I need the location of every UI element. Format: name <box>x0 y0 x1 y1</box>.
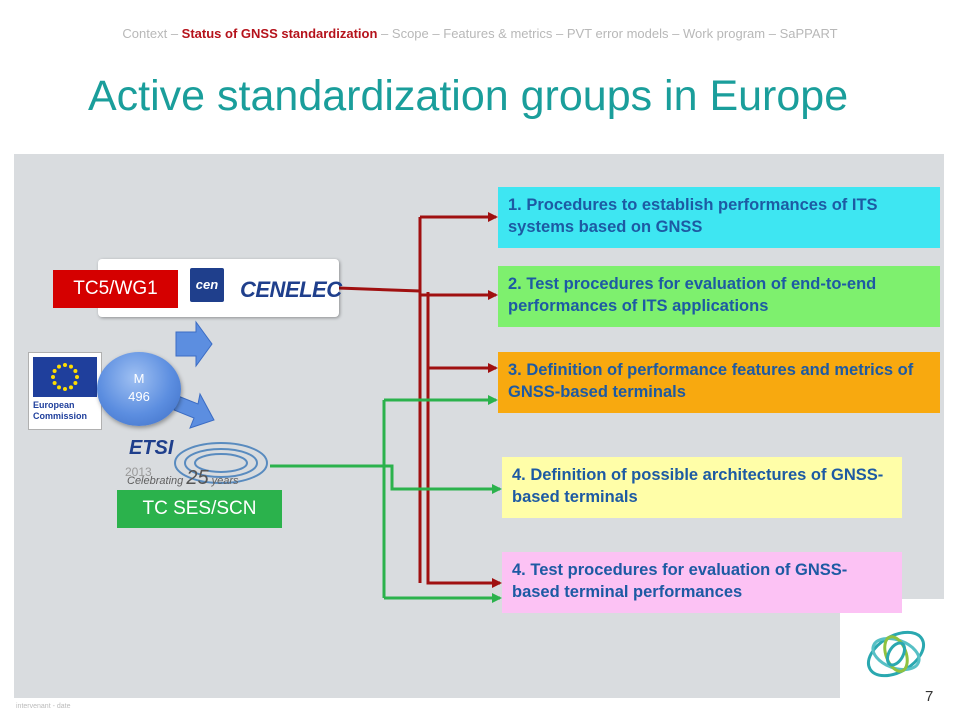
etsi-logo: ETSI 2013 Celebrating 25 years <box>125 433 285 493</box>
nav-separator: – <box>381 26 389 41</box>
etsi-tagline: Celebrating 25 years <box>127 467 239 490</box>
eu-flag-icon <box>33 357 97 397</box>
slide-title: Active standardization groups in Europe <box>88 72 849 120</box>
section-nav: Context – Status of GNSS standardization… <box>0 26 960 41</box>
ec-label-line2: Commission <box>33 411 88 421</box>
nav-item-context[interactable]: Context <box>122 26 168 41</box>
mandate-m496-bubble: M 496 <box>97 352 181 426</box>
nav-item-scope[interactable]: Scope <box>391 26 429 41</box>
ec-label-line1: European <box>33 400 75 410</box>
nav-separator: – <box>555 26 564 41</box>
work-item-4: 4. Definition of possible architectures … <box>502 457 902 518</box>
mandate-line2: 496 <box>128 389 150 404</box>
arrow-to-cen-icon <box>175 320 213 368</box>
nav-item-pvt[interactable]: PVT error models <box>566 26 669 41</box>
etsi-year: 2013 <box>125 465 152 479</box>
cenelec-logo: CENELEC <box>240 277 342 302</box>
tc5-wg1-badge: TC5/WG1 <box>53 270 178 308</box>
mandate-line1: M <box>133 371 145 386</box>
work-item-1: 1. Procedures to establish performances … <box>498 187 940 248</box>
etsi-swirl-icon <box>174 442 268 484</box>
footer-note: intervenant - date <box>16 703 71 710</box>
nav-item-features[interactable]: Features & metrics <box>443 26 553 41</box>
green-connectors <box>270 395 502 603</box>
ec-label: European Commission <box>33 400 87 422</box>
content-panel-lower <box>14 598 840 698</box>
nav-separator: – <box>432 26 440 41</box>
red-arrow-5 <box>426 368 502 588</box>
nav-item-sappart[interactable]: SaPPART <box>779 26 838 41</box>
nav-separator: – <box>672 26 680 41</box>
eu-stars-icon <box>51 363 79 391</box>
cen-logo: cen <box>190 268 224 302</box>
arrow-to-etsi-icon <box>173 392 215 429</box>
nav-separator: – <box>170 26 179 41</box>
page-number: 7 <box>925 688 934 705</box>
etsi-tagline-text: Celebrating <box>127 475 184 487</box>
etsi-years-number: 25 <box>186 467 209 489</box>
etsi-years-word: years <box>211 475 239 487</box>
nav-item-work-program[interactable]: Work program <box>682 26 766 41</box>
nav-item-status[interactable]: Status of GNSS standardization <box>181 26 378 41</box>
work-item-2: 2. Test procedures for evaluation of end… <box>498 266 940 327</box>
etsi-wordmark: ETSI <box>129 437 174 459</box>
red-trunk <box>337 286 421 293</box>
work-item-3: 3. Definition of performance features an… <box>498 352 940 413</box>
green-arrow-4 <box>384 464 502 494</box>
work-item-5: 4. Test procedures for evaluation of GNS… <box>502 552 902 613</box>
tc-ses-scn-badge: TC SES/SCN <box>117 490 282 528</box>
nav-separator: – <box>768 26 776 41</box>
